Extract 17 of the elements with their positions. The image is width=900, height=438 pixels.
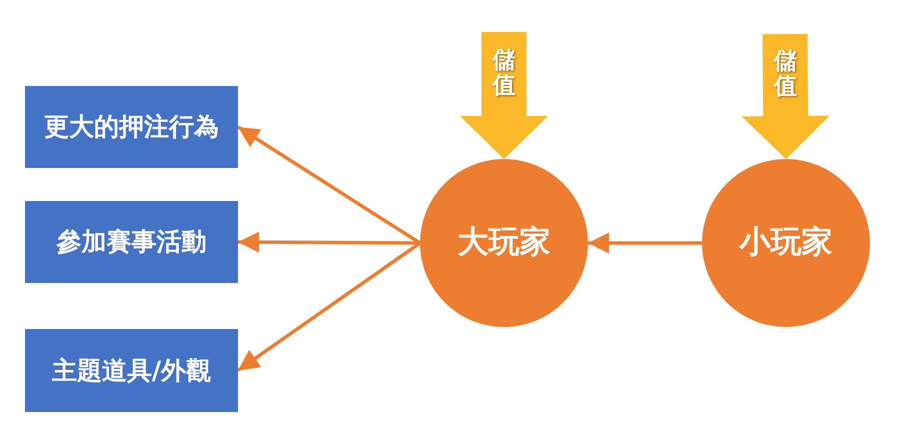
node-text: 大玩家 [458, 224, 550, 262]
player-circle [420, 159, 588, 327]
arrow [238, 232, 420, 253]
action-box [25, 86, 238, 168]
edge-label: 儲值 [774, 50, 797, 100]
edge-label: 儲值 [492, 48, 516, 100]
action-box [25, 201, 238, 283]
block-arrow [460, 32, 548, 159]
player-circle [702, 159, 870, 327]
arrow [237, 242, 421, 372]
node-text: 主題道具/外觀 [52, 356, 212, 386]
block-arrow [742, 34, 830, 159]
action-box [25, 329, 238, 412]
node-text: 更大的押注行為 [44, 112, 219, 142]
node-text: 參加賽事活動 [56, 227, 206, 257]
arrow [588, 232, 702, 254]
node-text: 小玩家 [740, 224, 832, 262]
